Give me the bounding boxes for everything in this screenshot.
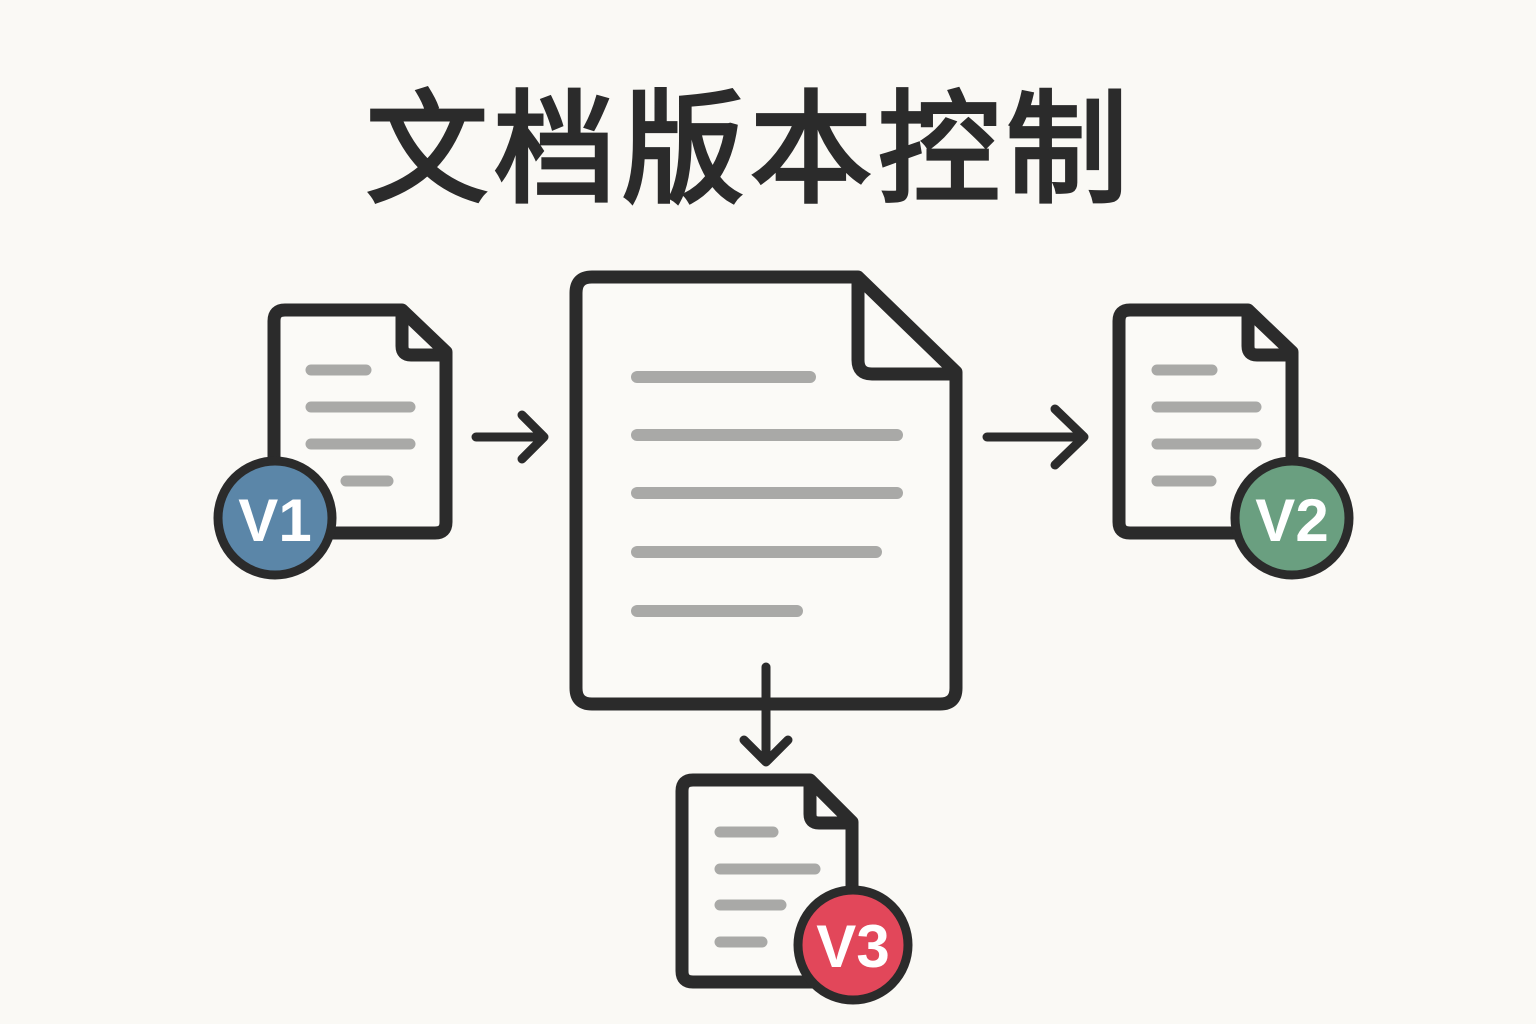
version-label-v1: V1 bbox=[238, 487, 311, 554]
version-badge-v2 bbox=[1230, 456, 1354, 580]
version-label-v3: V3 bbox=[816, 913, 889, 980]
version-label-v2: V2 bbox=[1255, 487, 1328, 554]
version-badge-v1 bbox=[213, 456, 337, 580]
arrow-down-icon bbox=[739, 662, 793, 767]
version-document-v3: V3 bbox=[675, 773, 913, 1005]
main-document-icon bbox=[569, 270, 963, 711]
arrow-right-icon bbox=[471, 410, 549, 464]
diagram-title: 文档版本控制 bbox=[366, 79, 1134, 221]
version-document-v2: V2 bbox=[1112, 303, 1354, 580]
version-document-v1: V1 bbox=[213, 303, 453, 580]
version-badge-v3 bbox=[793, 885, 913, 1005]
arrow-right-icon bbox=[982, 404, 1089, 470]
